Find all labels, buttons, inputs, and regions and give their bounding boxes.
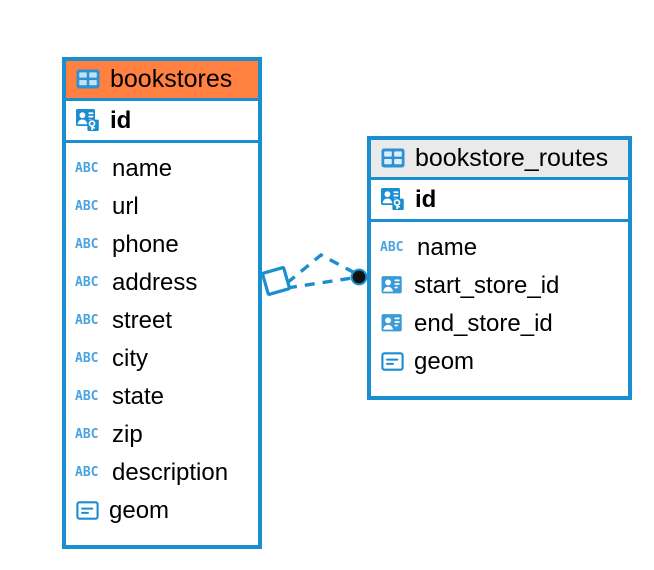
field-row-city[interactable]: ABC city [75,339,248,377]
text-abc-icon: ABC [75,237,98,252]
svg-text:ABC: ABC [75,465,98,480]
field-row-name[interactable]: ABC name [75,149,248,187]
field-row-phone[interactable]: ABC phone [75,225,248,263]
geometry-icon [76,501,99,520]
svg-text:ABC: ABC [75,199,98,214]
entity-header-bookstore-routes[interactable]: bookstore_routes [371,140,628,181]
field-label: description [112,458,229,486]
field-row-url[interactable]: ABC url [75,187,248,225]
relationship-source-diamond[interactable] [261,266,291,296]
svg-text:ABC: ABC [75,237,98,252]
field-label: name [417,233,478,261]
field-row-street[interactable]: ABC street [75,301,248,339]
table-icon [381,148,405,168]
field-label: street [112,306,173,334]
field-label: address [112,268,198,296]
relationship-line-upper [285,252,356,285]
field-list-bookstore-routes: ABC name start_store_id [371,222,628,389]
entity-bookstores[interactable]: bookstores id ABC name [62,57,262,549]
field-label: url [112,192,139,220]
field-row-start-store-id[interactable]: start_store_id [380,266,618,304]
svg-text:ABC: ABC [380,240,403,255]
field-label: phone [112,230,179,258]
entity-title-bookstore-routes: bookstore_routes [415,144,609,172]
svg-text:ABC: ABC [75,427,98,442]
primary-key-icon [76,109,99,132]
primary-key-row-bookstores[interactable]: id [66,101,258,144]
field-label: zip [112,420,143,448]
field-label: geom [414,347,475,375]
entity-title-bookstores: bookstores [110,65,233,93]
field-row-description[interactable]: ABC description [75,453,248,491]
field-row-geom[interactable]: geom [75,491,248,529]
field-row-end-store-id[interactable]: end_store_id [380,304,618,342]
svg-text:ABC: ABC [75,275,98,290]
text-abc-icon: ABC [75,465,98,480]
field-label: start_store_id [414,271,560,299]
text-abc-icon: ABC [75,351,98,366]
field-label: city [112,344,148,372]
entity-header-bookstores[interactable]: bookstores [66,61,258,102]
svg-text:ABC: ABC [75,389,98,404]
relationship-line-lower [286,276,353,290]
foreign-key-icon [381,275,402,294]
field-row-address[interactable]: ABC address [75,263,248,301]
text-abc-icon: ABC [75,389,98,404]
field-row-name[interactable]: ABC name [380,228,618,266]
svg-text:ABC: ABC [75,313,98,328]
primary-key-icon [381,188,404,211]
field-list-bookstores: ABC name ABC url ABC phone ABC [66,143,258,538]
field-row-geom[interactable]: geom [380,342,618,380]
text-abc-icon: ABC [75,313,98,328]
field-label: geom [109,496,170,524]
geometry-icon [381,352,404,371]
entity-bookstore-routes[interactable]: bookstore_routes id ABC [367,136,632,400]
svg-text:ABC: ABC [75,351,98,366]
field-row-state[interactable]: ABC state [75,377,248,415]
primary-key-row-bookstore-routes[interactable]: id [371,180,628,223]
primary-key-label-bookstores: id [110,106,132,134]
svg-text:ABC: ABC [75,161,98,176]
text-abc-icon: ABC [380,240,403,255]
field-label: end_store_id [414,309,553,337]
field-label: state [112,382,165,410]
primary-key-label-bookstore-routes: id [415,185,437,213]
text-abc-icon: ABC [75,275,98,290]
relationship-target-circle[interactable] [350,268,368,286]
text-abc-icon: ABC [75,161,98,176]
foreign-key-icon [381,313,402,332]
table-icon [76,69,100,89]
text-abc-icon: ABC [75,199,98,214]
field-label: name [112,154,173,182]
field-row-zip[interactable]: ABC zip [75,415,248,453]
text-abc-icon: ABC [75,427,98,442]
